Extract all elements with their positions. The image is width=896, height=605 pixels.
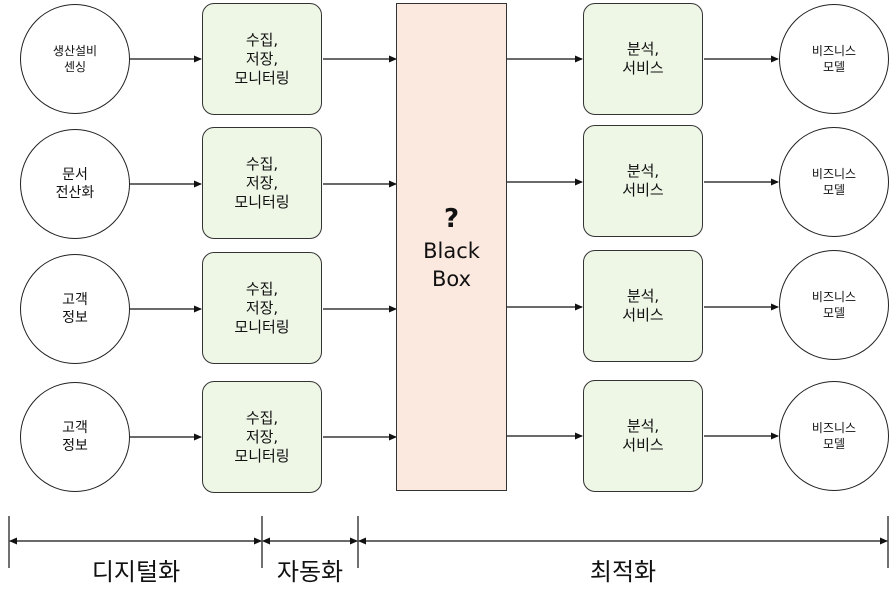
collect-box-2: 수집, 저장, 모니터링 bbox=[202, 127, 322, 239]
business-model-node-2-line-2: 모델 bbox=[822, 183, 846, 197]
source-node-4-line-1: 고객 bbox=[62, 420, 88, 436]
black-box-label-line-2: Box bbox=[431, 267, 472, 291]
analysis-box-3-line-2: 서비스 bbox=[622, 306, 664, 324]
business-model-node-3-line-2: 모델 bbox=[822, 306, 846, 320]
analysis-box-4-line-2: 서비스 bbox=[622, 436, 664, 454]
collect-box-4-line-1: 수집, bbox=[245, 408, 279, 427]
business-model-node-3-line-1: 비즈니스 bbox=[811, 290, 857, 304]
collect-box-3-line-2: 저장, bbox=[245, 298, 279, 317]
source-node-3-line-1: 고객 bbox=[62, 292, 88, 308]
business-model-node-4-line-2: 모델 bbox=[822, 437, 846, 451]
analysis-box-2-line-1: 분석, bbox=[626, 162, 660, 180]
analysis-box-1-line-1: 분석, bbox=[626, 40, 660, 58]
source-node-3-line-2: 정보 bbox=[62, 310, 88, 326]
collect-box-4: 수집, 저장, 모니터링 bbox=[202, 381, 322, 493]
collect-box-1-line-3: 모니터링 bbox=[234, 68, 290, 87]
source-node-3: 고객 정보 bbox=[20, 254, 130, 364]
analysis-box-3: 분석, 서비스 bbox=[583, 250, 703, 362]
phase-label-digitalization: 디지털화 bbox=[91, 558, 181, 586]
business-model-node-1-line-1: 비즈니스 bbox=[811, 44, 857, 58]
analysis-box-3-line-1: 분석, bbox=[626, 287, 660, 305]
analysis-box-4-line-1: 분석, bbox=[626, 417, 660, 435]
collect-box-3-line-3: 모니터링 bbox=[234, 317, 290, 336]
source-node-1: 생산설비 센싱 bbox=[20, 4, 130, 114]
source-node-2-line-2: 전산화 bbox=[55, 185, 95, 201]
business-model-node-3: 비즈니스 모델 bbox=[779, 250, 889, 360]
collect-box-3-line-1: 수집, bbox=[245, 279, 279, 298]
collect-box-1-line-2: 저장, bbox=[245, 49, 279, 68]
collect-box-2-line-2: 저장, bbox=[245, 173, 279, 192]
analysis-box-1: 분석, 서비스 bbox=[583, 3, 703, 115]
business-model-node-4: 비즈니스 모델 bbox=[779, 381, 889, 491]
black-box-label-line-1: Black bbox=[423, 239, 480, 263]
collect-box-2-line-3: 모니터링 bbox=[234, 192, 290, 211]
analysis-box-1-line-2: 서비스 bbox=[622, 59, 664, 77]
analysis-box-2-line-2: 서비스 bbox=[622, 181, 664, 199]
source-node-1-line-1: 생산설비 bbox=[52, 44, 98, 58]
source-node-4-line-2: 정보 bbox=[62, 438, 88, 454]
black-box-question-mark: ? bbox=[443, 204, 460, 234]
source-node-1-line-2: 센싱 bbox=[63, 60, 87, 74]
source-node-2-line-1: 문서 bbox=[62, 167, 88, 183]
phase-label-automation: 자동화 bbox=[276, 558, 344, 586]
collect-box-3: 수집, 저장, 모니터링 bbox=[202, 252, 322, 364]
business-model-node-2: 비즈니스 모델 bbox=[779, 127, 889, 237]
business-model-node-4-line-1: 비즈니스 bbox=[811, 421, 857, 435]
business-model-node-2-line-1: 비즈니스 bbox=[811, 167, 857, 181]
business-model-node-1: 비즈니스 모델 bbox=[779, 4, 889, 114]
collect-box-1-line-1: 수집, bbox=[245, 30, 279, 49]
black-box: ? Black Box bbox=[396, 3, 507, 491]
analysis-box-2: 분석, 서비스 bbox=[583, 125, 703, 237]
phase-label-optimization: 최적화 bbox=[589, 558, 657, 586]
analysis-box-4: 분석, 서비스 bbox=[583, 380, 703, 492]
collect-box-1: 수집, 저장, 모니터링 bbox=[202, 3, 322, 115]
collect-box-4-line-2: 저장, bbox=[245, 427, 279, 446]
business-model-node-1-line-2: 모델 bbox=[822, 60, 846, 74]
collect-box-2-line-1: 수집, bbox=[245, 154, 279, 173]
source-node-2: 문서 전산화 bbox=[20, 129, 130, 239]
source-node-4: 고객 정보 bbox=[20, 382, 130, 492]
collect-box-4-line-3: 모니터링 bbox=[234, 446, 290, 465]
